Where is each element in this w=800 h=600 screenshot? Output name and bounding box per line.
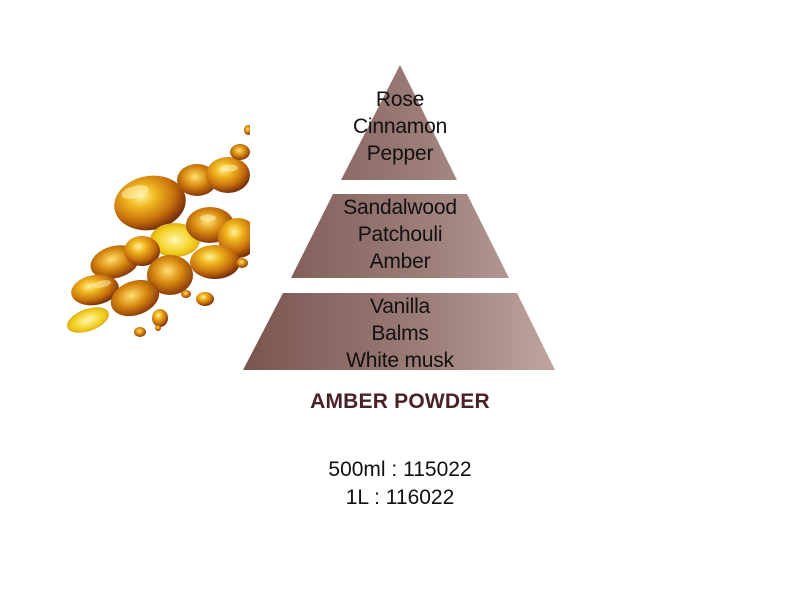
note: Amber [369, 250, 431, 273]
note: Sandalwood [343, 196, 457, 219]
note: Vanilla [369, 295, 431, 318]
base-notes: Vanilla Balms White musk [250, 293, 550, 374]
heart-notes: Sandalwood Patchouli Amber [250, 194, 550, 275]
note: Rose [375, 88, 425, 111]
pyramid-tier-base [243, 293, 555, 370]
note: Balms [371, 322, 429, 345]
note: Cinnamon [352, 115, 448, 138]
pyramid-tier-middle [291, 194, 509, 278]
top-notes: Rose Cinnamon Pepper [250, 86, 550, 167]
note: Pepper [366, 142, 434, 165]
note: White musk [346, 349, 454, 372]
reference-1l: 1L : 116022 [345, 486, 455, 509]
product-references: 500ml : 115022 1L : 116022 [250, 456, 550, 512]
note: Patchouli [357, 223, 443, 246]
product-name: AMBER POWDER [310, 390, 490, 413]
reference-500ml: 500ml : 115022 [328, 458, 472, 481]
pyramid-tier-top [341, 65, 457, 180]
